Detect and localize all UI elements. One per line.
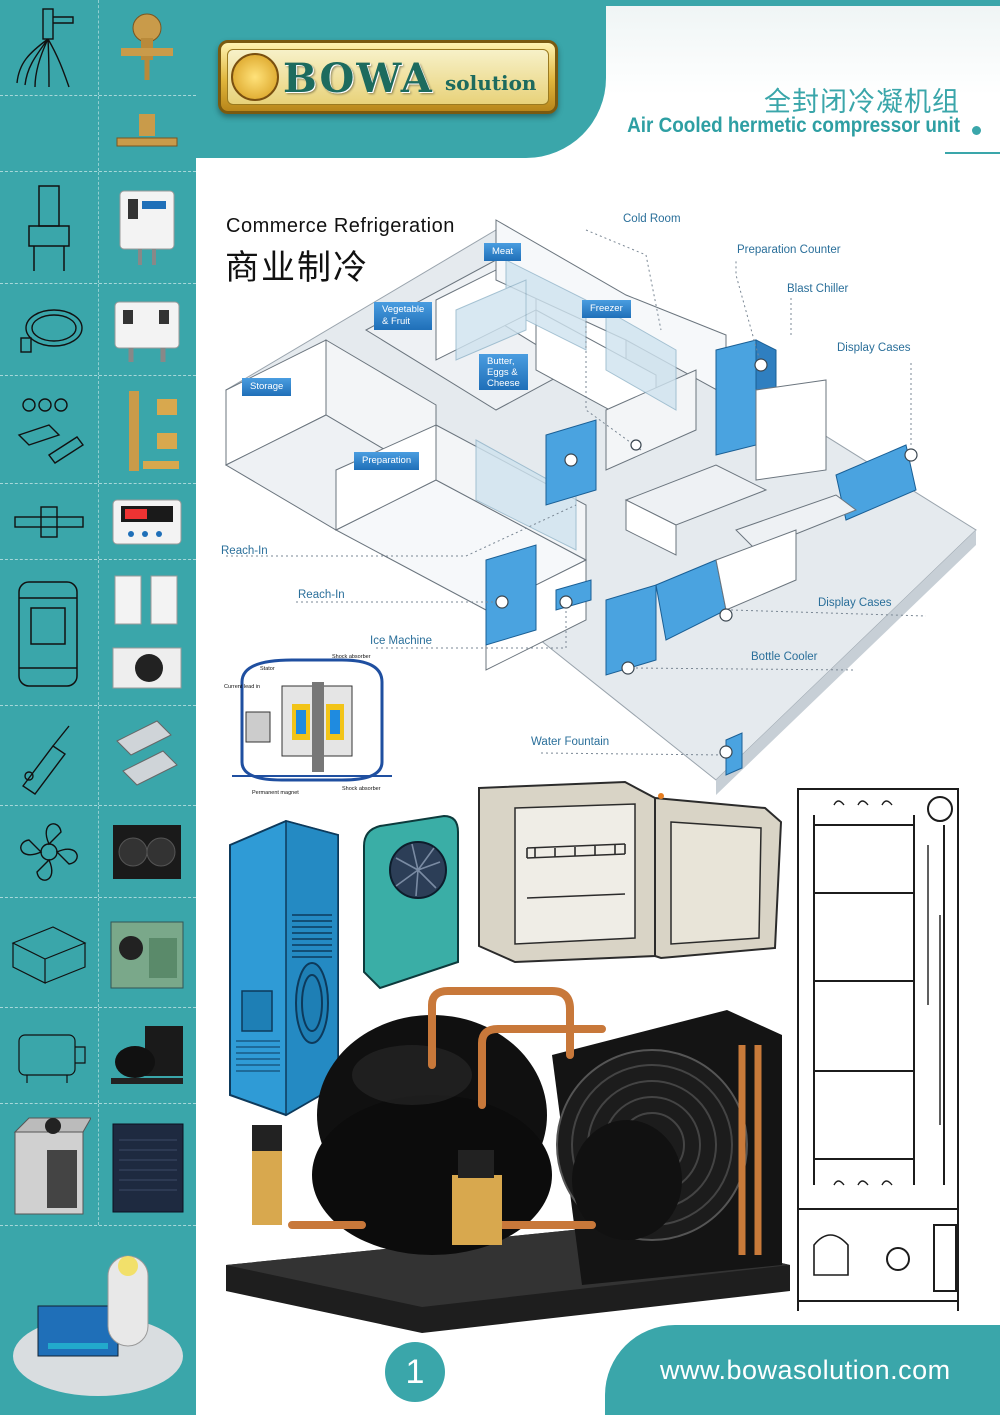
callout-reach-in-2: Reach-In <box>298 589 345 601</box>
label-permanent-magnet: Permanent magnet <box>252 790 299 796</box>
callout-reach-in-1: Reach-In <box>221 545 268 557</box>
section-title-en: Commerce Refrigeration <box>226 215 455 237</box>
title-dot <box>972 126 981 135</box>
cabinet-air-cooler <box>226 815 346 1120</box>
section-title-cn: 商业制冷 <box>225 249 369 287</box>
callout-display-cases-top: Display Cases <box>837 342 911 354</box>
relay-unit-icon <box>98 560 196 705</box>
room-tag-storage: Storage <box>242 378 292 396</box>
callout-ice-machine: Ice Machine <box>370 635 433 647</box>
hinge-icon <box>98 706 196 805</box>
valve-drawing-icon <box>0 172 98 283</box>
dual-pressure-switch-icon <box>98 284 196 375</box>
coupling-parts-icon <box>0 706 98 805</box>
catalogue-row <box>0 1226 196 1415</box>
fan-blade-icon <box>0 806 98 897</box>
catalogue-row <box>0 560 196 706</box>
scroll-compressor-icon <box>0 560 98 705</box>
motor-drawing-icon <box>0 1008 98 1103</box>
room-tag-butter: Butter,Eggs &Cheese <box>479 354 528 390</box>
wall-mounted-cooler <box>360 812 465 994</box>
butter-line-3: Cheese <box>487 378 520 389</box>
callout-water-fountain: Water Fountain <box>531 736 610 748</box>
callout-preparation-counter: Preparation Counter <box>737 244 841 256</box>
refrigeration-floor-plan: Meat Vegetable& Fruit Freezer Butter,Egg… <box>196 200 1000 800</box>
label-current-lead: Current lead in <box>224 684 261 690</box>
capillary-distributor-icon <box>0 0 98 95</box>
callout-display-cases-bottom: Display Cases <box>818 597 892 609</box>
box-condenser-icon <box>0 1104 98 1225</box>
display-refrigerator-airflow <box>794 785 964 1315</box>
solenoid-valve-icon <box>98 96 196 171</box>
digital-controller-icon <box>98 484 196 559</box>
logo-emblem-icon <box>231 53 279 101</box>
room-tag-freezer: Freezer <box>582 300 631 318</box>
semi-hermetic-unit-icon <box>98 898 196 1007</box>
compressor-cutaway-diagram: Stator Shock absorber Current lead in Pe… <box>222 652 397 802</box>
expansion-valve-icon <box>98 0 196 95</box>
footer-band <box>605 1325 1000 1415</box>
callout-blast-chiller: Blast Chiller <box>787 283 849 295</box>
sight-glass-icon <box>0 376 98 483</box>
filter-drier-icon <box>0 484 98 559</box>
product-catalogue-strip <box>0 0 196 1415</box>
catalogue-row <box>0 898 196 1008</box>
hermetic-condensing-unit <box>222 985 792 1335</box>
butter-line-1: Butter, <box>487 356 515 367</box>
catalogue-row <box>0 706 196 806</box>
brand-suffix: solution <box>445 71 537 95</box>
capillary-tube-icon <box>0 284 98 375</box>
insulated-food-cabinet <box>475 778 785 968</box>
brand-name: BOWA <box>283 55 434 102</box>
page-title-cn: 全封闭冷凝机组 <box>764 87 960 117</box>
catalogue-row <box>0 484 196 560</box>
label-shock-absorber-bottom: Shock absorber <box>342 786 381 792</box>
label-stator: Stator <box>260 666 275 672</box>
rack-system-icon <box>0 1226 196 1415</box>
callout-cold-room: Cold Room <box>623 213 681 225</box>
callout-bottle-cooler: Bottle Cooler <box>751 651 818 663</box>
website-url[interactable]: www.bowasolution.com <box>660 1355 951 1385</box>
water-chiller-icon <box>98 1104 196 1225</box>
catalogue-row <box>0 96 196 172</box>
room-tag-meat: Meat <box>484 243 522 261</box>
vegetable-line-1: Vegetable <box>382 304 425 315</box>
catalogue-row <box>0 284 196 376</box>
catalogue-row <box>0 172 196 284</box>
catalogue-row <box>0 0 196 96</box>
catalogue-row <box>0 806 196 898</box>
header-top-rule <box>600 0 1000 6</box>
page-title-en: Air Cooled hermetic compressor unit <box>627 114 960 137</box>
evaporator-drawing-icon <box>0 898 98 1007</box>
condensing-unit-icon <box>98 1008 196 1103</box>
room-tag-vegetable: Vegetable& Fruit <box>374 302 433 330</box>
page-number: 1 <box>385 1342 445 1402</box>
catalogue-row <box>0 1008 196 1104</box>
room-tag-preparation: Preparation <box>354 452 420 470</box>
brass-fittings-icon <box>98 376 196 483</box>
condenser-coil-icon <box>98 806 196 897</box>
title-rule <box>945 152 1000 154</box>
catalogue-row <box>0 1104 196 1226</box>
floor-plan-drawing <box>224 219 977 795</box>
label-shock-absorber-top: Shock absorber <box>332 654 371 660</box>
catalogue-row <box>0 376 196 484</box>
butter-line-2: Eggs & <box>487 367 518 378</box>
brand-logo: BOWA solution <box>218 40 558 114</box>
pressure-switch-icon <box>98 172 196 283</box>
vegetable-line-2: & Fruit <box>382 316 410 327</box>
